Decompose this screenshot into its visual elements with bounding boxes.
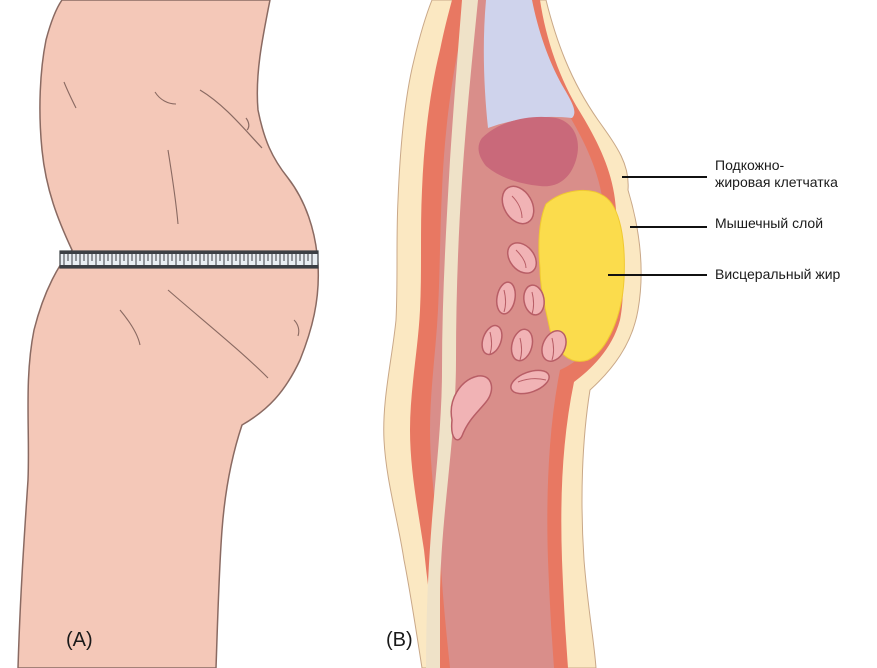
visceral-fat-pointer-line [608,274,707,276]
body-profile-figure [18,0,318,668]
body-silhouette [18,0,318,668]
panel-a-label: (A) [66,629,93,652]
subcutaneous-fat-label-line1: Подкожно- [715,157,838,174]
panel-b-label: (B) [386,629,413,652]
tape-measure [60,251,318,268]
subcutaneous-fat-label-line2: жировая клетчатка [715,174,838,191]
subcutaneous-fat-label: Подкожно- жировая клетчатка [715,157,838,191]
subcutaneous-fat-pointer-line [622,176,707,178]
muscle-layer-pointer-line [630,226,707,228]
cross-section-figure [384,0,641,668]
visceral-fat-label: Висцеральный жир [715,266,840,283]
muscle-layer-label: Мышечный слой [715,215,823,232]
